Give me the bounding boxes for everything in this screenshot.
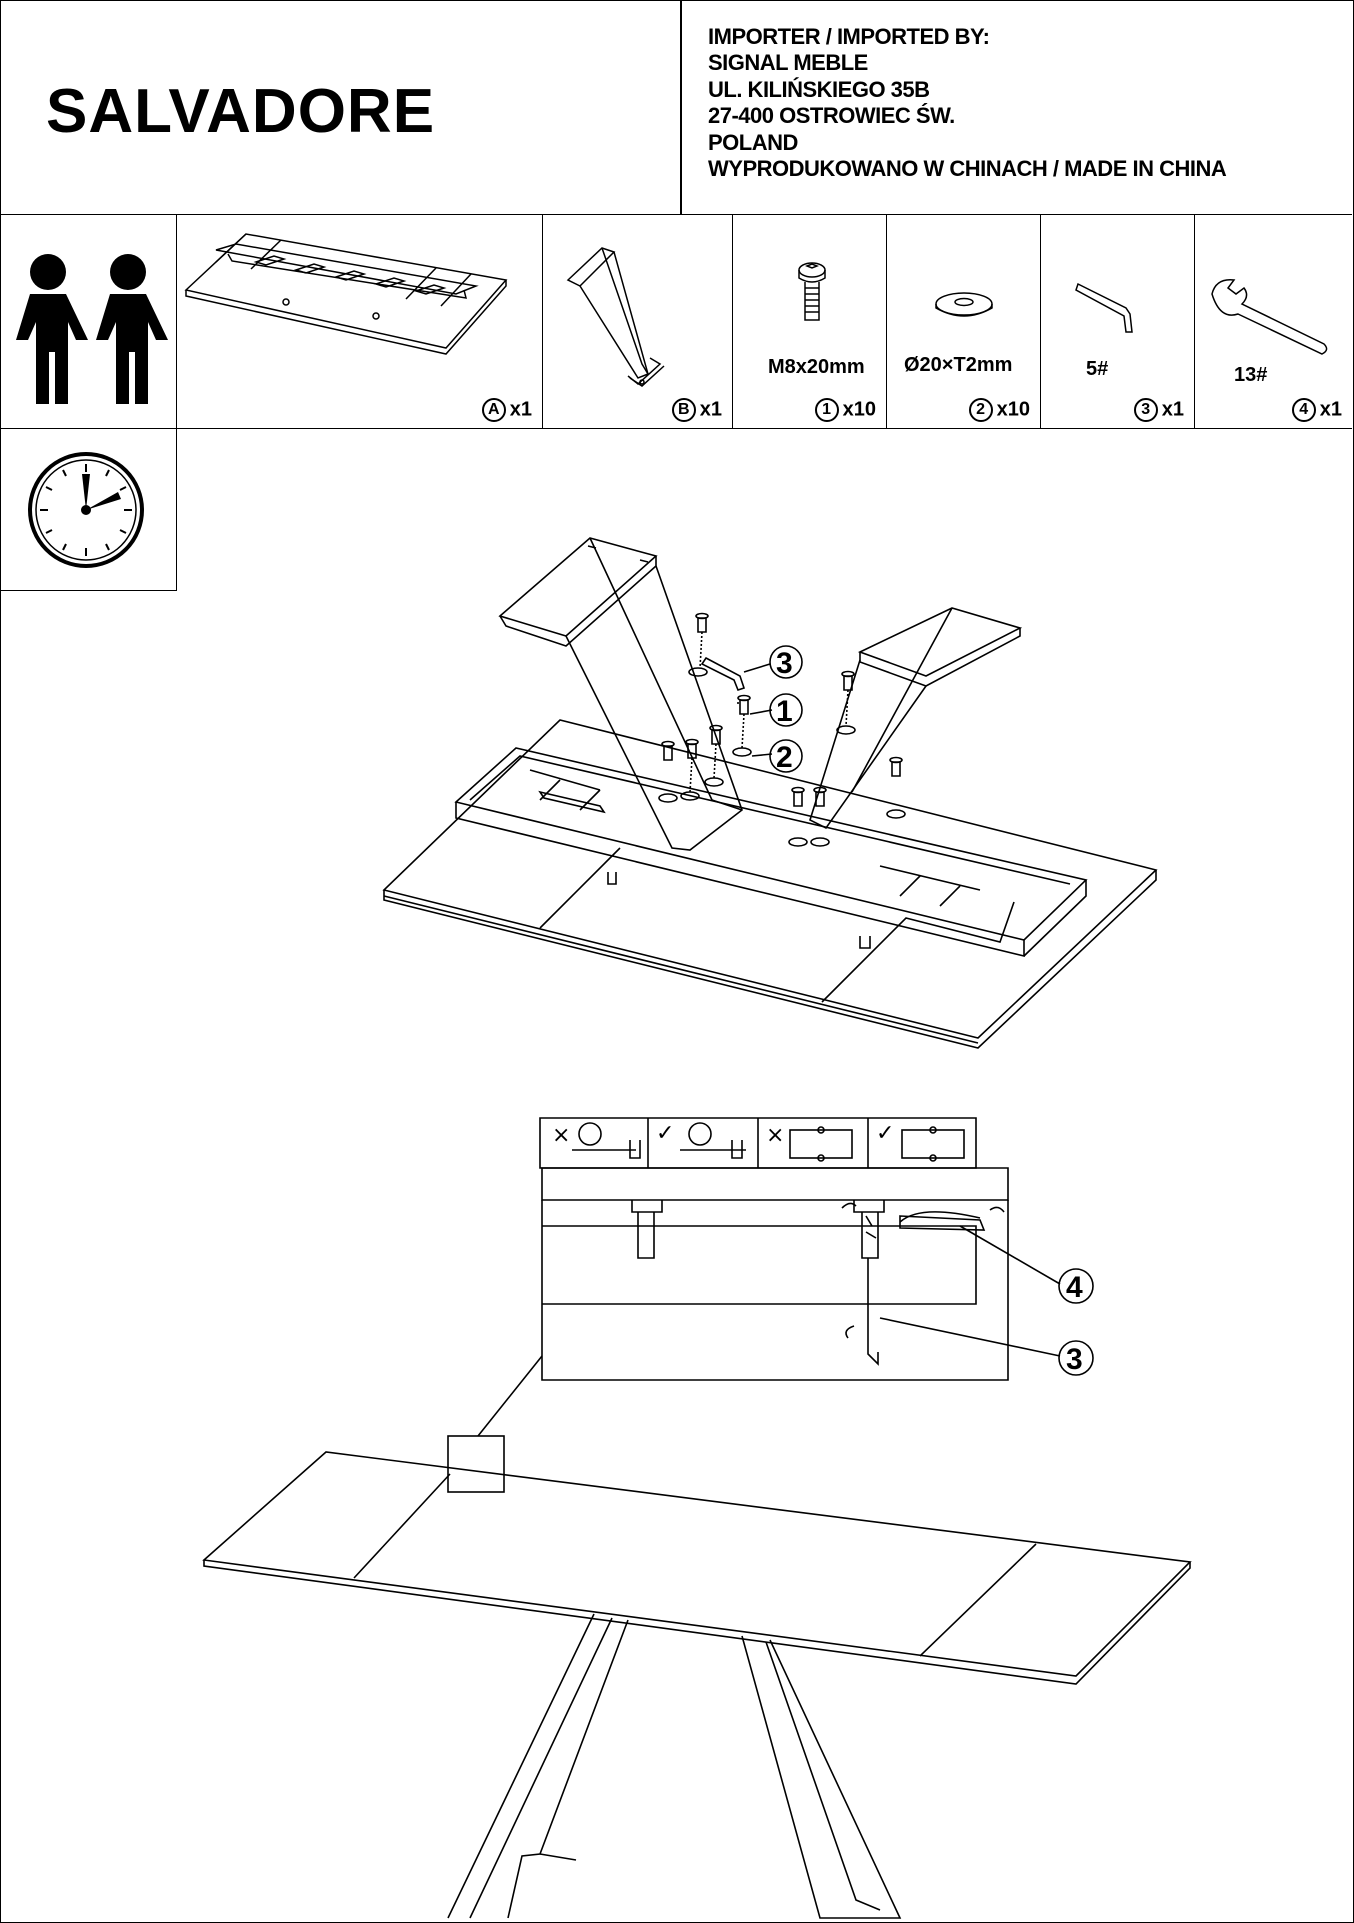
leg-icon <box>566 247 665 387</box>
part-3-spec: 5# <box>1086 358 1109 380</box>
two-persons-icon <box>16 254 168 404</box>
header-divider <box>680 0 682 214</box>
tabletop-icon <box>184 233 508 355</box>
importer-block: IMPORTER / IMPORTED BY: SIGNAL MEBLE UL.… <box>708 24 1227 182</box>
product-title: SALVADORE <box>46 77 436 146</box>
importer-line: 27-400 OSTROWIEC ŚW. <box>708 103 955 129</box>
clock-icon <box>28 452 144 568</box>
importer-line: POLAND <box>708 129 798 155</box>
importer-line: SIGNAL MEBLE <box>708 50 868 76</box>
wrench-icon <box>1211 279 1328 355</box>
persons-cell <box>0 214 177 428</box>
importer-line: IMPORTER / IMPORTED BY: <box>708 24 990 49</box>
part-1-spec: M8x20mm <box>768 356 865 378</box>
part-2-spec: Ø20×T2mm <box>904 354 1013 376</box>
time-cell <box>0 428 177 591</box>
header: SALVADORE IMPORTER / IMPORTED BY: SIGNAL… <box>0 0 1352 215</box>
washer-icon <box>935 292 993 317</box>
importer-line: UL. KILIŃSKIEGO 35B <box>708 76 930 102</box>
bolt-icon <box>798 262 826 321</box>
importer-line: WYPRODUKOWANO W CHINACH / MADE IN CHINA <box>708 156 1227 182</box>
part-4-spec: 13# <box>1234 364 1268 386</box>
allen-key-icon <box>1075 282 1133 333</box>
